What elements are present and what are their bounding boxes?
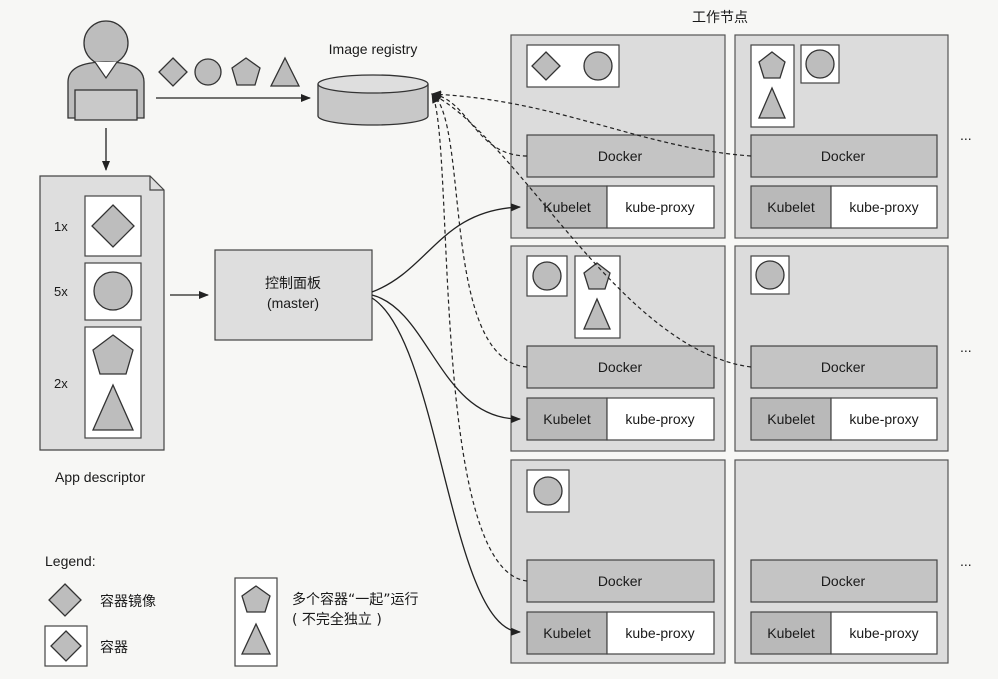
docker-label: Docker xyxy=(821,573,866,589)
legend-pod-pentagon-icon xyxy=(241,585,271,613)
developer-icon xyxy=(67,20,145,121)
kubelet-label: Kubelet xyxy=(543,199,591,215)
worker-node-6: Docker Kubelet kube-proxy xyxy=(734,459,949,664)
legend-container-label: 容器 xyxy=(100,639,128,656)
docker-label: Docker xyxy=(821,359,866,375)
more-nodes-ellipsis: ... xyxy=(960,127,972,143)
more-nodes-ellipsis: ... xyxy=(960,553,972,569)
kubelet-label: Kubelet xyxy=(543,625,591,641)
control-plane-master: 控制面板 (master) xyxy=(214,249,373,341)
worker-nodes-label: 工作节点 xyxy=(692,10,748,26)
docker-label: Docker xyxy=(598,359,643,375)
kube-proxy-label: kube-proxy xyxy=(849,411,918,427)
app-descriptor: 1x 5x 2x xyxy=(39,175,165,451)
legend-image-label: 容器镜像 xyxy=(100,593,156,610)
docker-label: Docker xyxy=(598,148,643,164)
image-pull-dashed-line xyxy=(431,90,752,157)
legend-pod-label: 多个容器“一起”运行 xyxy=(292,591,419,608)
master-to-kubelet-arrow xyxy=(371,203,521,293)
image-pull-dashed-line xyxy=(431,91,528,157)
legend-pod-triangle-icon xyxy=(240,622,272,655)
kube-proxy-label: kube-proxy xyxy=(849,199,918,215)
pentagon-image-icon xyxy=(231,57,261,86)
worker-node-1: Docker Kubelet kube-proxy xyxy=(510,34,726,239)
legend: Legend: 容器镜像 容器 多个容器“一起”运行 ( 不完全独立 ) xyxy=(44,553,419,667)
master-to-kubelet-arrow xyxy=(371,297,521,636)
docker-label: Docker xyxy=(821,148,866,164)
image-shapes-row xyxy=(158,56,301,87)
count-1x: 1x xyxy=(54,219,68,234)
image-pull-dashed-line xyxy=(431,93,528,582)
master-title: 控制面板 xyxy=(265,276,321,292)
diamond-image-icon xyxy=(158,57,188,87)
worker-node-2: Docker Kubelet kube-proxy xyxy=(734,34,949,239)
worker-node-5: Docker Kubelet kube-proxy xyxy=(510,459,726,664)
docker-label: Docker xyxy=(598,573,643,589)
kubelet-label: Kubelet xyxy=(543,411,591,427)
kube-proxy-label: kube-proxy xyxy=(625,625,694,641)
triangle-image-icon xyxy=(269,56,301,87)
worker-node-4: Docker Kubelet kube-proxy xyxy=(734,245,949,452)
legend-pod-sublabel: ( 不完全独立 ) xyxy=(292,611,382,628)
kubelet-label: Kubelet xyxy=(767,625,815,641)
worker-node-3: Docker Kubelet kube-proxy xyxy=(510,245,726,452)
app-descriptor-label: App descriptor xyxy=(55,469,146,485)
master-to-kubelet-arrow xyxy=(371,294,521,424)
kube-proxy-label: kube-proxy xyxy=(849,625,918,641)
kube-proxy-label: kube-proxy xyxy=(625,411,694,427)
registry-label: Image registry xyxy=(329,41,418,57)
master-subtitle: (master) xyxy=(267,295,319,311)
more-nodes-ellipsis: ... xyxy=(960,339,972,355)
legend-title: Legend: xyxy=(45,553,96,569)
image-registry: Image registry xyxy=(317,41,429,126)
count-5x: 5x xyxy=(54,284,68,299)
count-2x: 2x xyxy=(54,376,68,391)
kube-proxy-label: kube-proxy xyxy=(625,199,694,215)
kubelet-label: Kubelet xyxy=(767,199,815,215)
image-pull-dashed-line xyxy=(431,93,528,368)
image-pull-dashed-line xyxy=(431,93,752,368)
legend-image-icon xyxy=(48,583,82,617)
circle-image-icon xyxy=(194,58,222,86)
legend-container-icon xyxy=(50,630,82,662)
kubelet-label: Kubelet xyxy=(767,411,815,427)
